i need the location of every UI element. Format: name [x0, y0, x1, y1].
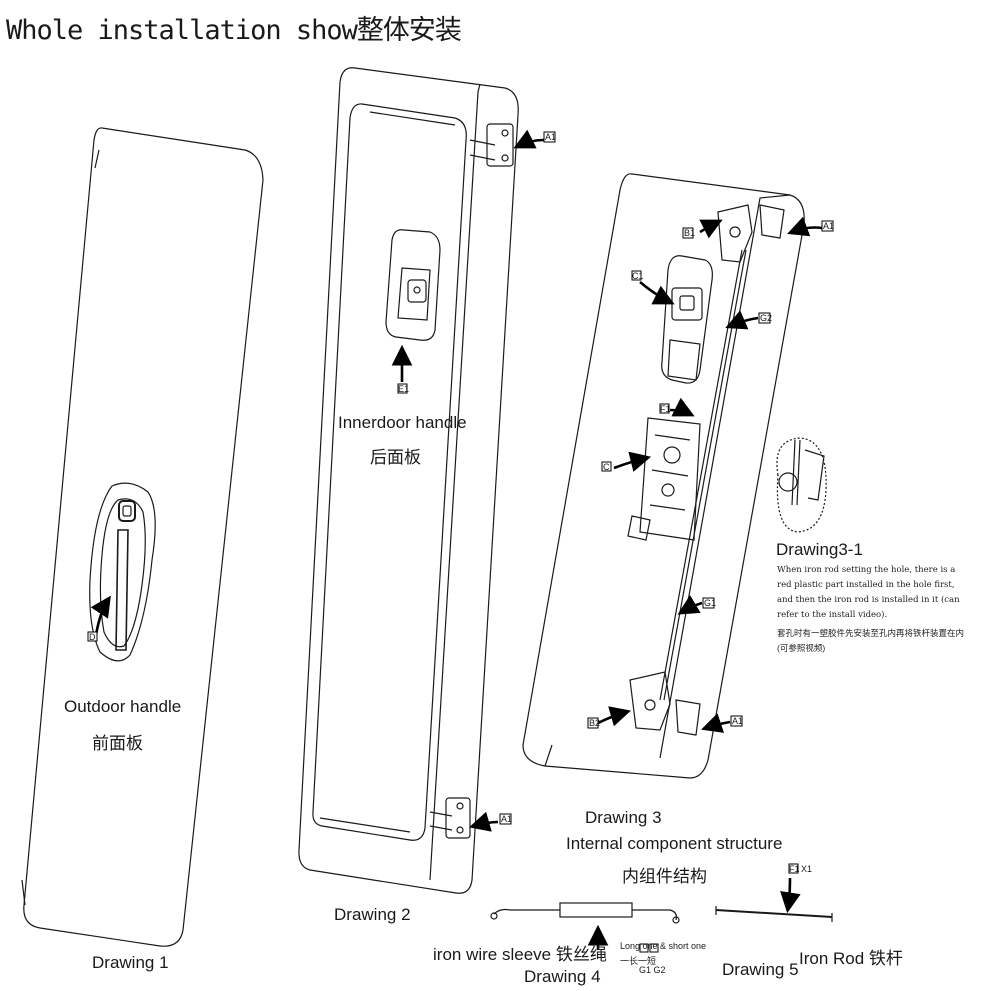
- innerdoor-handle-label: Innerdoor handle: [338, 413, 467, 432]
- callout-g1-g2: G1 G2: [639, 965, 666, 975]
- drawing-4-caption: Drawing 4: [524, 967, 601, 986]
- drawing-1-panel: [21, 127, 264, 947]
- drawing-3-1-detail: [776, 437, 827, 533]
- callout-e1: E1: [398, 384, 410, 394]
- drawing-5-rod: [715, 906, 833, 922]
- callout-a1-bottom: A1: [501, 814, 513, 824]
- callout-b2: B2: [589, 718, 601, 728]
- drawing-3-subtitle: Internal component structure: [566, 834, 783, 853]
- drawing-3-1-note: When iron rod setting the hole, there is…: [777, 565, 960, 620]
- outdoor-handle-label: Outdoor handle: [64, 697, 182, 716]
- innerdoor-handle-label-cn: 后面板: [370, 448, 421, 467]
- drawing-4-wire: [490, 902, 680, 924]
- callout-f1-rod: F1: [789, 864, 800, 874]
- callout-f1: F1: [660, 404, 671, 414]
- outdoor-handle-label-cn: 前面板: [92, 734, 143, 753]
- inner-handle-graphic: [385, 229, 441, 341]
- hinge-bottom-graphic: [429, 797, 471, 839]
- wire-sub-label: Long one & short one: [620, 941, 707, 951]
- outdoor-handle-graphic: [89, 482, 156, 662]
- wire-sub-label-cn: 一长一短: [620, 956, 657, 966]
- drawing-3-1-note-cn: 套孔时有一塑胶件先安装至孔内再将铁杆装置在内: [777, 628, 965, 638]
- callout-g1: G1: [704, 598, 717, 608]
- drawing-1-caption: Drawing 1: [92, 953, 169, 972]
- callout-a1-d3-bottom: A1: [732, 716, 744, 726]
- callout-g2: G2: [760, 313, 773, 323]
- callout-d: D: [89, 632, 96, 642]
- drawing-2-panel: [298, 67, 519, 894]
- drawing-3-subtitle-cn: 内组件结构: [622, 867, 707, 886]
- wire-sleeve-label: iron wire sleeve 铁丝绳: [433, 945, 607, 964]
- drawing-3-1-caption: Drawing3-1: [776, 540, 863, 559]
- drawing-5-caption: Drawing 5: [722, 960, 799, 979]
- callout-c1: C1: [632, 271, 644, 281]
- callout-c: C: [603, 462, 610, 472]
- drawing-3-caption: Drawing 3: [585, 808, 662, 827]
- iron-rod-label: Iron Rod 铁杆: [799, 949, 903, 968]
- page-title: Whole installation show整体安装: [6, 15, 462, 46]
- drawing-3-panel: [522, 173, 805, 779]
- callout-b1: B1: [684, 228, 696, 238]
- drawing-2-caption: Drawing 2: [334, 905, 411, 924]
- rod-quantity: X1: [801, 864, 813, 874]
- drawing-3-1-note-cn-2: (可参照视频): [777, 643, 826, 653]
- callout-a1-top: A1: [545, 132, 557, 142]
- callout-a1-d3-top: A1: [823, 221, 835, 231]
- hinge-top-graphic: [469, 123, 514, 167]
